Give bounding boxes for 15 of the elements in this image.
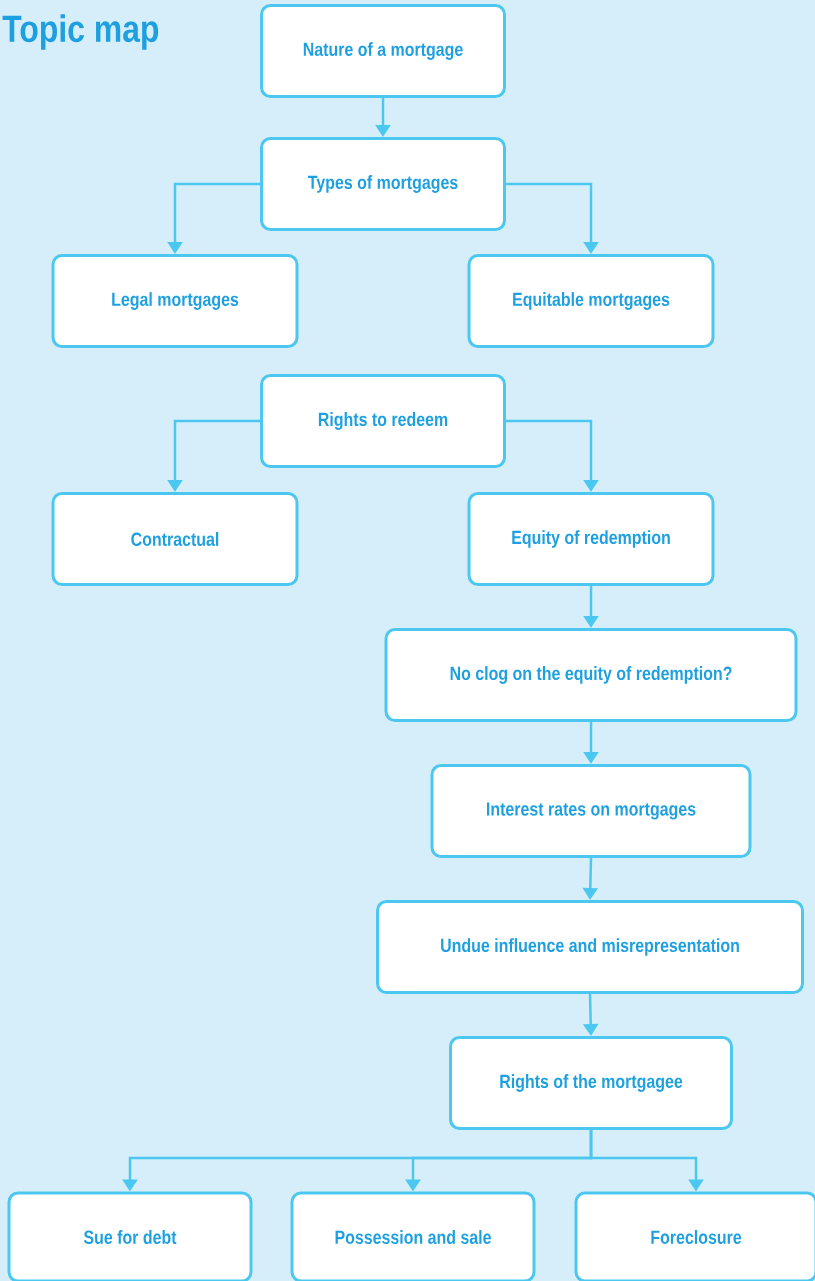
topic-box: Contractual (51, 492, 299, 586)
topic-box: Types of mortgages (260, 137, 506, 231)
topic-box: Rights of the mortgagee (449, 1036, 733, 1130)
topic-box: Legal mortgages (51, 254, 299, 348)
title: Topic map (2, 14, 159, 50)
topic-box: Foreclosure (574, 1191, 815, 1281)
topic-box: Equitable mortgages (467, 254, 715, 348)
topic-box: Rights to redeem (260, 374, 506, 468)
topic-box: Possession and sale (290, 1191, 536, 1281)
topic-box: Sue for debt (7, 1191, 253, 1281)
topic-box: Nature of a mortgage (260, 4, 506, 98)
topic-box: No clog on the equity of redemption? (384, 628, 798, 722)
topic-box: Interest rates on mortgages (430, 764, 752, 858)
topic-box: Undue influence and misrepresentation (376, 900, 804, 994)
topic-box: Equity of redemption (467, 492, 715, 586)
